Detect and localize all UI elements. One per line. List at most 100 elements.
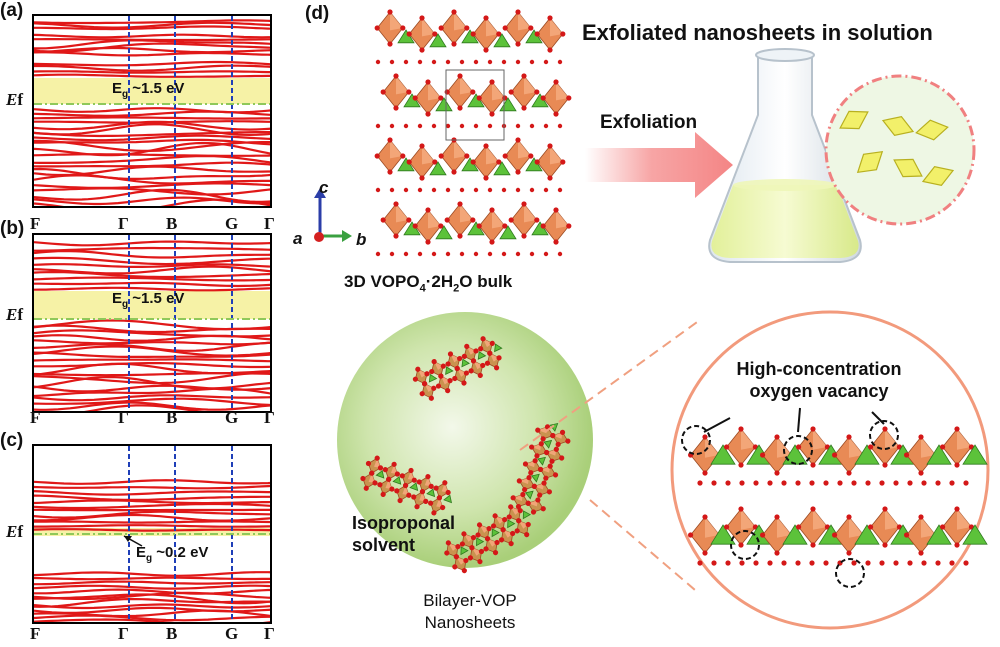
water-oxygen xyxy=(529,123,535,129)
octahedron-facet xyxy=(921,517,936,538)
fermi-label-c: Ef xyxy=(6,522,23,542)
vacancy-pointer xyxy=(871,411,885,425)
nanosheet-face xyxy=(839,110,869,130)
octahedron-facet xyxy=(495,515,505,524)
water-oxygen xyxy=(949,480,955,486)
oxygen-atom xyxy=(445,361,451,367)
oxygen-atom xyxy=(431,359,437,365)
octahedron-facet xyxy=(407,470,415,481)
oxygen-atom xyxy=(489,239,495,245)
oxygen-atom xyxy=(421,381,428,387)
water-oxygen xyxy=(739,560,745,566)
oxygen-atom xyxy=(411,494,417,500)
kpoint-label: F xyxy=(30,408,41,427)
band-line xyxy=(34,153,270,157)
oxygen-atom xyxy=(470,31,476,37)
band-line xyxy=(34,198,270,206)
oxygen-atom xyxy=(515,9,521,15)
oxygen-vacancy-marker xyxy=(730,530,760,560)
water-oxygen xyxy=(529,251,535,257)
oxygen-atom xyxy=(702,434,708,440)
oxygen-atom xyxy=(419,47,425,53)
oxygen-atom xyxy=(408,467,414,474)
oxygen-atom xyxy=(406,492,412,498)
octahedron-facet xyxy=(448,542,458,551)
oxygen-atom xyxy=(424,371,430,377)
water-oxygen xyxy=(403,187,409,193)
octahedron-facet xyxy=(402,485,409,496)
gap-value-a: ~1.5 eV xyxy=(128,80,185,97)
octahedron-facet xyxy=(503,529,513,538)
water-oxygen xyxy=(417,251,423,257)
oxygen-atom xyxy=(387,41,393,47)
flask-rim xyxy=(755,48,815,62)
flask-liquid xyxy=(711,185,859,258)
oxygen-atom xyxy=(846,514,852,520)
octahedron-facet xyxy=(419,491,426,502)
water-oxygen xyxy=(389,251,395,257)
oxygen-atom xyxy=(432,31,438,37)
band-line xyxy=(34,490,270,496)
oxygen-atom xyxy=(521,105,527,111)
a-axis-dot xyxy=(314,232,324,242)
oxygen-atom xyxy=(522,461,529,467)
oxygen-atom xyxy=(492,513,498,519)
oxygen-atom xyxy=(380,491,386,497)
oxygen-atom xyxy=(464,153,470,159)
po4-tetrahedron xyxy=(477,350,487,360)
band-line xyxy=(34,397,270,407)
band-line xyxy=(34,51,270,57)
water-oxygen xyxy=(417,187,423,193)
oxygen-atom xyxy=(387,169,393,175)
po4-tetrahedron xyxy=(710,444,736,465)
octahedron-facet xyxy=(424,476,432,487)
water-oxygen xyxy=(403,251,409,257)
octahedron-facet xyxy=(396,76,409,95)
water-oxygen xyxy=(529,187,535,193)
po4-tetrahedron xyxy=(429,33,447,48)
oxygen-atom xyxy=(724,444,730,450)
water-oxygen xyxy=(501,187,507,193)
water-oxygen xyxy=(403,59,409,65)
water-oxygen xyxy=(865,480,871,486)
po4-tetrahedron xyxy=(962,444,988,465)
water-oxygen xyxy=(431,123,437,129)
po4-tetrahedron xyxy=(962,524,988,545)
octahedron-facet xyxy=(489,353,500,362)
kpoint-label: Γ xyxy=(264,624,275,643)
kpoint-label: B xyxy=(166,624,178,643)
band-line xyxy=(34,167,270,180)
oxygen-atom xyxy=(846,550,852,556)
oxygen-atom xyxy=(428,483,434,489)
po4-tetrahedron xyxy=(522,510,531,520)
oxygen-vacancy-marker xyxy=(869,420,899,450)
oxygen-atom xyxy=(540,436,546,442)
oxygen-atom xyxy=(516,518,522,524)
oxygen-atom xyxy=(425,79,431,85)
oxygen-atom xyxy=(478,346,484,352)
gap-value-b: ~1.5 eV xyxy=(128,290,185,307)
water-oxygen xyxy=(515,251,521,257)
oxygen-atom xyxy=(534,89,540,95)
water-oxygen xyxy=(473,251,479,257)
band-line xyxy=(34,182,270,189)
oxygen-atom xyxy=(918,470,924,476)
octahedron-facet xyxy=(525,460,536,468)
po4-tetrahedron xyxy=(926,524,952,545)
band-line xyxy=(34,110,270,117)
oxygen-atom xyxy=(510,495,516,501)
oxygen-atom xyxy=(552,472,559,478)
oxygen-atom xyxy=(868,524,874,530)
octahedron-facet xyxy=(450,354,460,363)
oxygen-atom xyxy=(440,363,446,369)
oxygen-atom xyxy=(457,201,463,207)
oxygen-atom xyxy=(954,542,960,548)
band-line xyxy=(34,250,270,259)
oxygen-atom xyxy=(954,506,960,512)
fermi-sub-b: f xyxy=(17,305,24,324)
vacancy-label: High-concentration oxygen vacancy xyxy=(706,358,932,402)
oxygen-atom xyxy=(525,521,531,528)
oxygen-atom xyxy=(918,434,924,440)
water-oxygen xyxy=(809,480,815,486)
oxygen-vacancy-marker xyxy=(783,435,813,465)
